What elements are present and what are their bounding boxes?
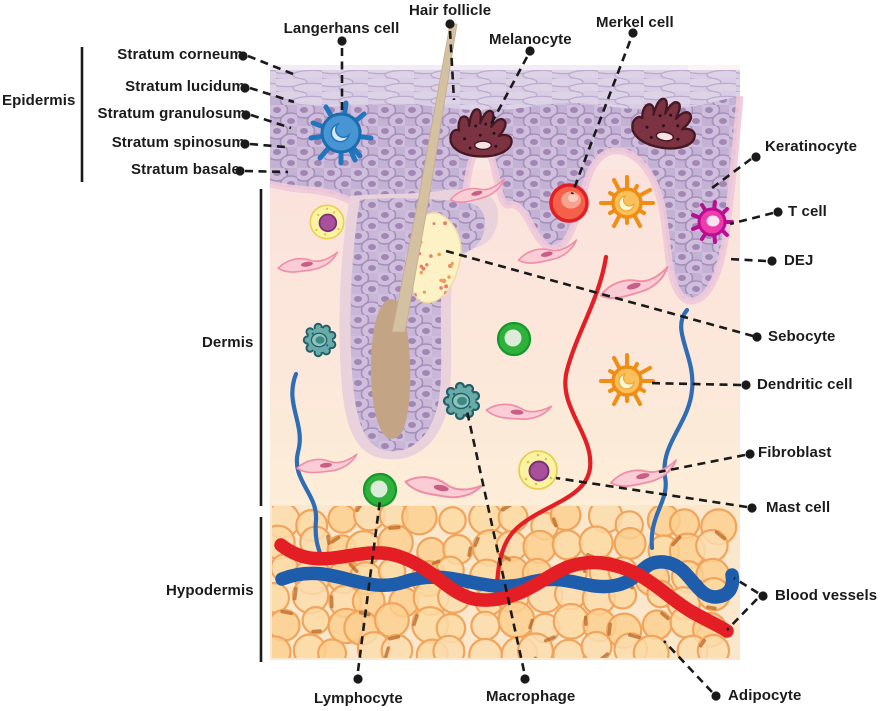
label-hair-follicle: Hair follicle: [409, 2, 492, 19]
mast-cell: [309, 204, 345, 240]
label-merkel-cell: Merkel cell: [596, 14, 674, 31]
label-stratum-basale: Stratum basale: [131, 161, 240, 178]
label-dendritic-cell: Dendritic cell: [757, 376, 853, 393]
label-epidermis: Epidermis: [2, 92, 76, 109]
macrophage-cell: [442, 381, 481, 421]
capillary-artery-middle: [494, 254, 609, 595]
label-fibroblast: Fibroblast: [758, 444, 832, 461]
blood-vessels-graphics: [274, 254, 740, 638]
label-dej: DEJ: [784, 252, 814, 269]
label-hypodermis: Hypodermis: [166, 582, 254, 599]
label-stratum-corneum: Stratum corneum: [117, 46, 243, 63]
macrophage-cell: [302, 322, 337, 358]
epidermis-band: [269, 70, 744, 305]
label-melanocyte: Melanocyte: [489, 31, 572, 48]
label-stratum-lucidum: Stratum lucidum: [125, 78, 245, 95]
label-stratum-spinosum: Stratum spinosum: [111, 134, 245, 151]
lymphocyte-cell: [362, 472, 398, 508]
label-lymphocyte: Lymphocyte: [314, 690, 403, 707]
label-stratum-granulosum: Stratum granulosum: [97, 105, 246, 122]
capillary-vein-left: [290, 371, 326, 565]
mast-cell: [518, 450, 558, 490]
label-blood-vessels: Blood vessels: [775, 587, 878, 604]
capillary-vein-right: [649, 307, 695, 551]
label-dermis: Dermis: [202, 334, 254, 351]
lymphocyte-cell: [496, 321, 532, 357]
label-langerhans-cell: Langerhans cell: [283, 20, 400, 37]
label-macrophage: Macrophage: [486, 688, 576, 705]
hair-shaft: [391, 23, 458, 333]
artery-main: [274, 538, 734, 638]
leader-lines: [244, 30, 774, 693]
label-sebocyte: Sebocyte: [768, 328, 836, 345]
vein-main: [275, 555, 740, 604]
label-mast-cell: Mast cell: [766, 499, 831, 516]
region-brackets: [80, 47, 263, 662]
label-keratinocyte: Keratinocyte: [765, 138, 858, 155]
hair-follicle-structure: [339, 23, 499, 460]
leader-dots: [235, 19, 783, 701]
label-adipocyte: Adipocyte: [728, 687, 802, 704]
merkel-cell: [549, 183, 589, 223]
label-t-cell: T cell: [788, 203, 827, 220]
